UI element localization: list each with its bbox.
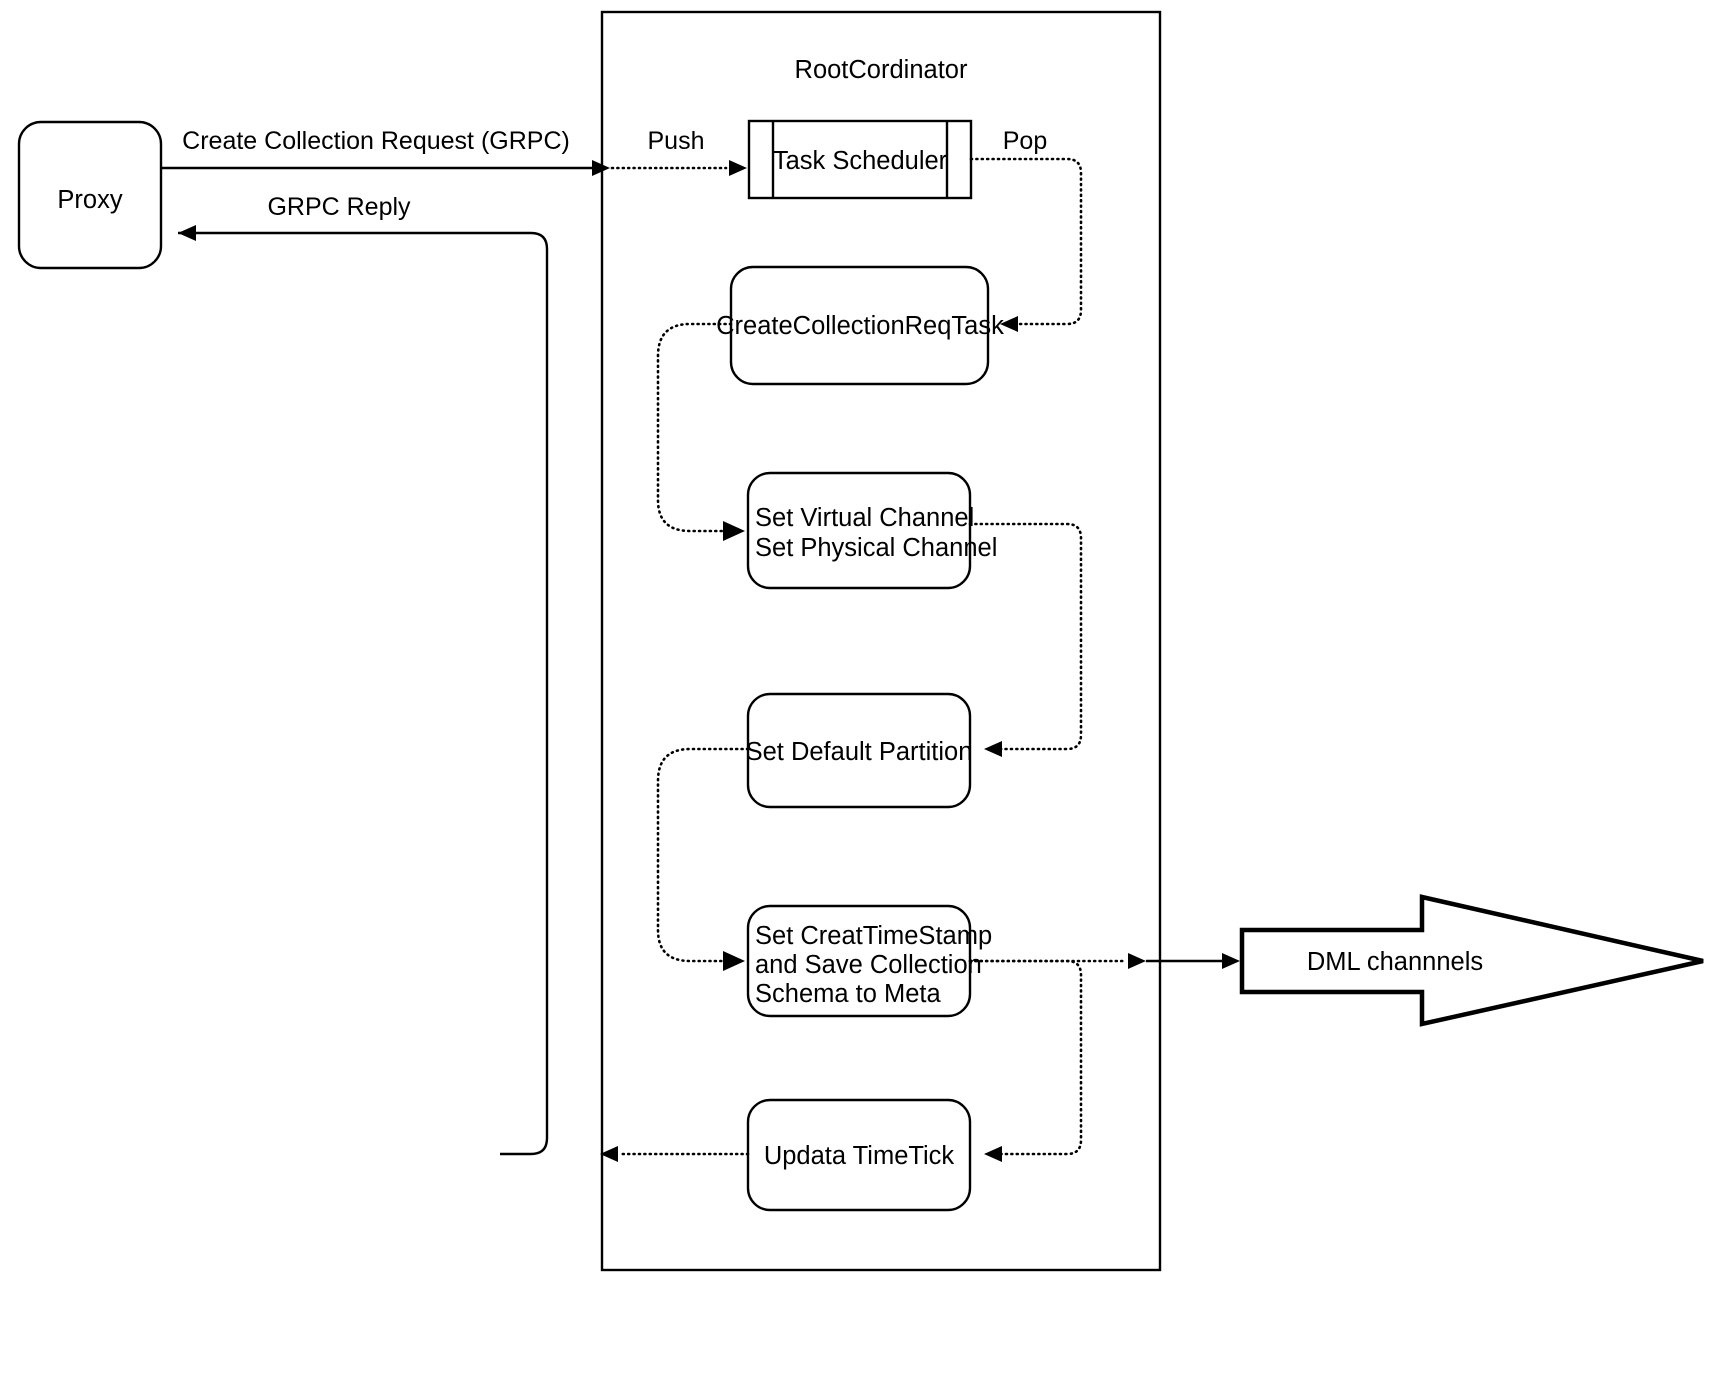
- node-set-channels-label-line2: Set Physical Channel: [755, 534, 997, 562]
- edge-push[interactable]: Push: [610, 127, 747, 176]
- edge-timestamp-to-timetick[interactable]: [968, 959, 1083, 1162]
- node-set-default-partition[interactable]: Set Default Partition: [746, 692, 973, 809]
- node-set-default-partition-label: Set Default Partition: [746, 738, 973, 766]
- edge-create-collection-request-label: Create Collection Request (GRPC): [182, 127, 570, 155]
- node-set-create-timestamp-label-line3: Schema to Meta: [755, 980, 941, 1008]
- edge-grpc-reply-label: GRPC Reply: [267, 193, 411, 221]
- node-set-create-timestamp-label-line2: and Save Collection: [755, 951, 982, 979]
- node-update-timetick[interactable]: Updata TimeTick: [746, 1098, 972, 1212]
- node-proxy[interactable]: Proxy: [17, 120, 163, 270]
- edge-push-label: Push: [648, 127, 705, 155]
- node-create-collection-req-task-label: CreateCollectionReqTask: [716, 312, 1004, 340]
- node-task-scheduler[interactable]: Task Scheduler: [747, 119, 973, 200]
- edge-pop-label: Pop: [1003, 127, 1047, 155]
- node-proxy-label: Proxy: [57, 186, 122, 214]
- node-dml-channels[interactable]: DML channnels: [1239, 894, 1704, 1027]
- root-coordinator-container[interactable]: RootCordinator: [600, 10, 1162, 1272]
- node-task-scheduler-label: Task Scheduler: [773, 147, 948, 175]
- node-update-timetick-label: Updata TimeTick: [764, 1142, 955, 1170]
- edge-timestamp-to-dml[interactable]: [968, 953, 1240, 969]
- root-coordinator-title: RootCordinator: [795, 56, 968, 84]
- edge-pop[interactable]: Pop: [969, 127, 1083, 332]
- node-dml-channels-label: DML channnels: [1307, 948, 1483, 976]
- edge-channels-to-partition[interactable]: [968, 522, 1083, 757]
- node-create-collection-req-task[interactable]: CreateCollectionReqTask: [716, 265, 1004, 386]
- edge-partition-to-timestamp[interactable]: [656, 747, 750, 971]
- node-set-create-timestamp[interactable]: Set CreatTimeStamp and Save Collection S…: [746, 904, 992, 1018]
- node-set-create-timestamp-label-line1: Set CreatTimeStamp: [755, 922, 992, 950]
- edge-create-collection-request[interactable]: Create Collection Request (GRPC): [161, 127, 610, 176]
- node-set-channels-label-line1: Set Virtual Channel: [755, 504, 974, 532]
- node-set-channels[interactable]: Set Virtual Channel Set Physical Channel: [746, 471, 997, 590]
- edge-task-to-channels[interactable]: [656, 322, 745, 541]
- edge-grpc-reply[interactable]: GRPC Reply: [178, 193, 549, 1156]
- edge-timetick-to-reply[interactable]: [600, 1146, 750, 1162]
